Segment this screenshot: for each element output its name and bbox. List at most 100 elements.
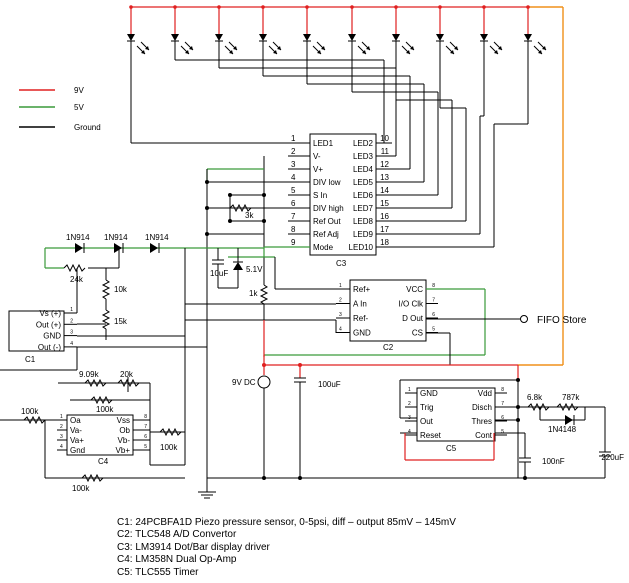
led-3 bbox=[215, 5, 238, 55]
pin-label: GND bbox=[43, 332, 61, 341]
c2-body bbox=[349, 279, 427, 342]
pin-number: 8 bbox=[144, 414, 147, 420]
pin-label: S In bbox=[313, 191, 327, 200]
c4-body bbox=[66, 414, 134, 456]
pin-label: Ref- bbox=[353, 314, 368, 323]
pin-label: GND bbox=[353, 329, 371, 338]
pin-label: LED6 bbox=[353, 191, 374, 200]
pin-label: LED4 bbox=[353, 165, 374, 174]
led-array bbox=[127, 5, 547, 248]
c3-right-pins: 10LED211LED312LED413LED514LED615LED716LE… bbox=[349, 134, 392, 252]
pin-label: Thres bbox=[472, 417, 492, 426]
pin-number: 15 bbox=[380, 199, 389, 208]
led-9 bbox=[480, 5, 503, 55]
svg-text:1N914: 1N914 bbox=[66, 233, 90, 242]
pin-number: 3 bbox=[291, 160, 296, 169]
svg-text:100k: 100k bbox=[96, 405, 114, 414]
c5-wiring: 6.8k 787k 1N4148 100nF 220uF bbox=[399, 378, 624, 480]
pin-number: 6 bbox=[291, 199, 296, 208]
pin-number: 13 bbox=[380, 173, 389, 182]
svg-text:1N4148: 1N4148 bbox=[548, 425, 577, 434]
pin-number: 5 bbox=[291, 186, 296, 195]
pin-label: LED10 bbox=[349, 243, 374, 252]
pin-number: 4 bbox=[60, 444, 63, 450]
pin-number: 5 bbox=[144, 444, 147, 450]
note-c1: C1: 24PCBFA1D Piezo pressure sensor, 0-5… bbox=[117, 517, 456, 528]
pin-label: D Out bbox=[402, 314, 424, 323]
c1-name: C1 bbox=[25, 355, 36, 364]
pin-label: Va+ bbox=[70, 436, 84, 445]
svg-text:10k: 10k bbox=[114, 285, 128, 294]
battery-9v bbox=[257, 375, 271, 389]
c3-left-2: 2V- bbox=[288, 147, 321, 161]
c3-name: C3 bbox=[336, 259, 347, 268]
ground-spine bbox=[198, 169, 216, 499]
pin-label: GND bbox=[420, 389, 438, 398]
diode-1n914-1: 1N914 bbox=[66, 233, 90, 253]
svg-text:100k: 100k bbox=[72, 484, 90, 493]
pin-number: 2 bbox=[408, 401, 411, 407]
pin-label: Ref Adj bbox=[313, 230, 339, 239]
pin-label: VCC bbox=[406, 285, 423, 294]
r-1k: 1k bbox=[249, 283, 269, 320]
pin-label: Gnd bbox=[70, 446, 85, 455]
pin-number: 8 bbox=[291, 225, 296, 234]
c1-body bbox=[8, 310, 65, 352]
pin-number: 6 bbox=[501, 415, 504, 421]
c1-wiring bbox=[0, 268, 207, 371]
pin-label: A In bbox=[353, 300, 367, 309]
pin-number: 1 bbox=[70, 307, 73, 313]
pin-number: 6 bbox=[144, 434, 147, 440]
pin-label: Ob bbox=[119, 426, 130, 435]
pin-label: LED7 bbox=[353, 204, 374, 213]
component-notes: C1: 24PCBFA1D Piezo pressure sensor, 0-5… bbox=[117, 517, 456, 579]
svg-text:100nF: 100nF bbox=[542, 457, 565, 466]
c1-pin-2: 2 Out (+) bbox=[36, 318, 77, 329]
pin-number: 4 bbox=[70, 341, 73, 347]
pin-number: 12 bbox=[380, 160, 389, 169]
c2-wiring: FIFO Store bbox=[185, 288, 587, 365]
pin-label: Mode bbox=[313, 243, 334, 252]
pin-number: 7 bbox=[291, 212, 296, 221]
pin-label: CS bbox=[412, 329, 423, 338]
pin-number: 1 bbox=[339, 283, 342, 289]
note-c2: C2: TLC548 A/D Convertor bbox=[117, 529, 237, 541]
pin-number: 2 bbox=[70, 318, 73, 324]
pin-number: 1 bbox=[408, 387, 411, 393]
c4-left-4: 4 Gnd bbox=[57, 444, 85, 455]
diode-1n914-3: 1N914 bbox=[145, 233, 169, 253]
legend: 9V 5V Ground bbox=[19, 86, 101, 132]
c4-right-6: 6Vb- bbox=[118, 434, 150, 445]
pin-number: 17 bbox=[380, 225, 389, 234]
pin-label: Va- bbox=[70, 426, 82, 435]
pin-number: 7 bbox=[432, 298, 435, 304]
pin-label: Trig bbox=[420, 403, 433, 412]
diode-1n914-2: 1N914 bbox=[104, 233, 128, 253]
svg-text:15k: 15k bbox=[114, 317, 128, 326]
pin-label: V- bbox=[313, 152, 321, 161]
pin-number: 1 bbox=[60, 414, 63, 420]
svg-text:1N914: 1N914 bbox=[145, 233, 169, 242]
pin-number: 11 bbox=[381, 147, 390, 156]
led-1 bbox=[127, 5, 150, 55]
pin-number: 7 bbox=[144, 424, 147, 430]
pin-label: Out (+) bbox=[36, 320, 61, 329]
c3-left-3: 3V+ bbox=[288, 160, 323, 174]
